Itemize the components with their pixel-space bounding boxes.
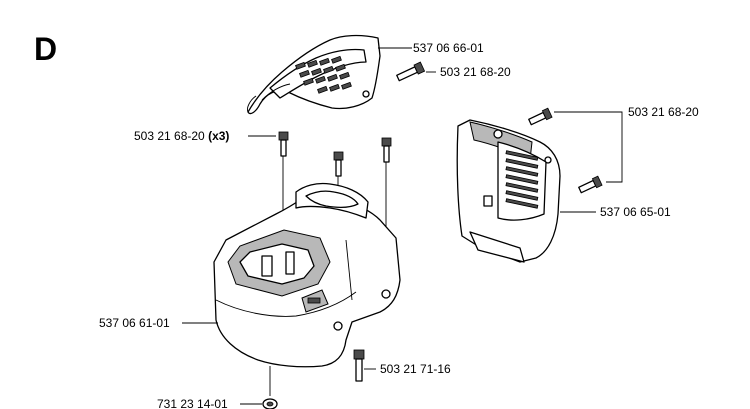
main-housing-part <box>213 182 401 368</box>
label-screw-right: 503 21 68-20 <box>628 105 699 119</box>
top-cover-part <box>247 34 381 115</box>
leader-screw-right <box>554 111 623 183</box>
screw-bottom-part <box>353 349 365 382</box>
label-nut-bottom: 731 23 14-01 <box>157 397 228 409</box>
label-screw-top: 503 21 68-20 <box>440 65 511 79</box>
label-cover-right: 537 06 65-01 <box>600 205 671 219</box>
screw-x3-b <box>333 151 344 177</box>
label-housing: 537 06 61-01 <box>99 316 170 330</box>
screw-x3-a <box>278 131 289 157</box>
section-letter: D <box>34 31 57 67</box>
screw-top-part <box>396 61 426 82</box>
nut-bottom-part <box>262 366 278 409</box>
screw-right-b <box>578 175 603 194</box>
right-cover-part <box>456 119 561 263</box>
label-screws-x3-part: 503 21 68-20 (x3) <box>134 129 229 143</box>
label-cover-top: 537 06 66-01 <box>413 41 484 55</box>
label-screw-bottom: 503 21 71-16 <box>380 362 451 376</box>
screw-right-a <box>528 107 553 126</box>
screw-x3-c <box>381 137 392 163</box>
